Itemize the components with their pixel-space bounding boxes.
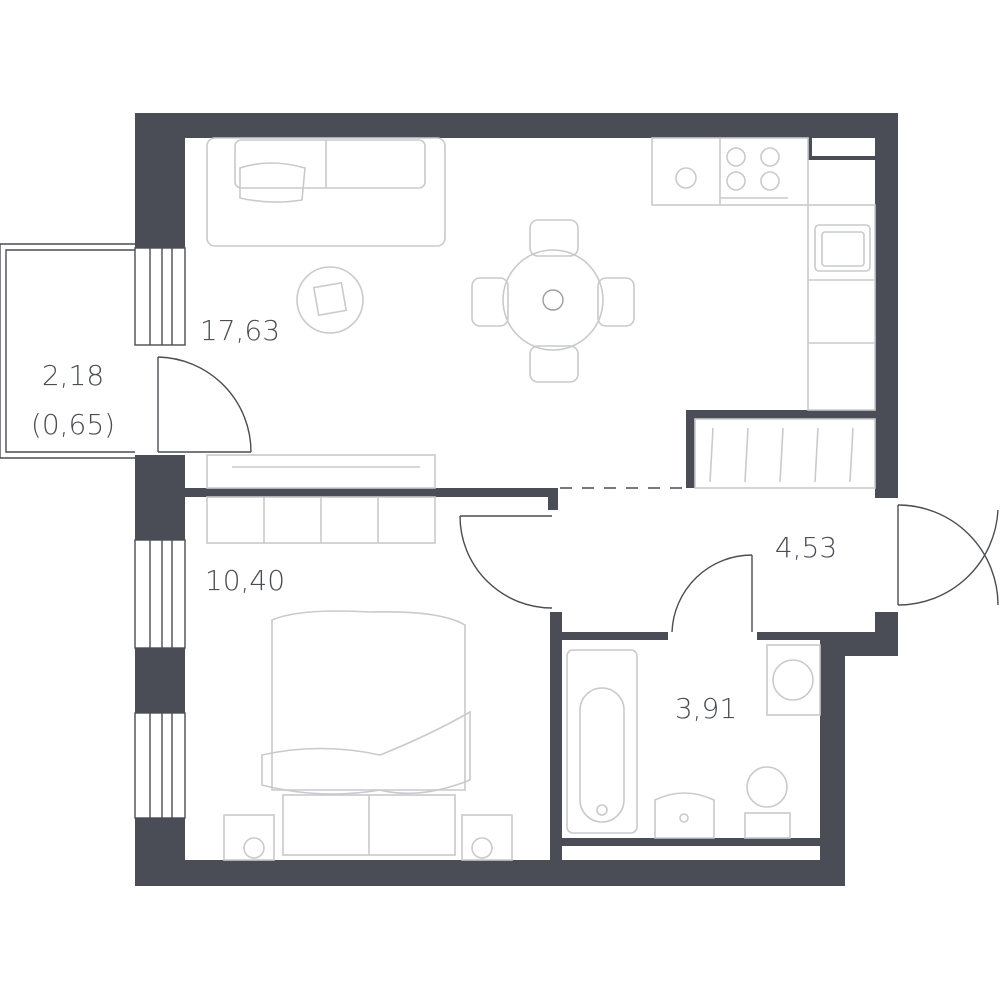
area-labels: 2,18 (0,65) 17,63 10,40 4,53 3,91 [31,314,837,725]
wall-wardrobe-left [686,410,695,488]
washbasin [654,792,715,839]
area-label-bathroom: 3,91 [675,692,737,725]
wardrobe-hallway [694,418,876,489]
balcony [0,243,252,459]
wall-bottom [135,860,845,886]
tv-console [206,454,436,489]
bed [261,610,471,856]
window-living [134,247,186,346]
washing-machine [766,644,821,716]
sofa [206,137,446,247]
area-label-balcony-sub: (0,65) [31,408,115,441]
wall-left-pier [135,648,185,713]
bathtub [566,649,638,834]
area-label-balcony: 2,18 [42,359,104,392]
area-label-bedroom: 10,40 [205,564,285,597]
windows [134,247,186,819]
wall-right-upper [875,113,898,498]
wall-top [135,113,898,138]
wall-partition-stub [548,488,558,510]
wall-bathroom-left [550,612,562,872]
window-bedroom-lower [134,712,186,819]
area-label-living-kitchen: 17,63 [200,314,280,347]
nightstands [223,814,513,861]
coffee-table [296,266,364,334]
wall-bathroom-top-b [757,632,827,640]
kitchen [651,137,876,411]
wall-partition-living-bedroom [185,488,555,497]
wall-left-upper [135,113,185,248]
wall-bathroom-top-a [550,632,668,640]
bedroom-dresser [206,496,436,544]
walls [135,113,898,886]
area-label-hallway: 4,53 [775,531,837,564]
wall-right-bottom [820,632,845,886]
wall-kitchen-niche-b [808,156,875,160]
wall-kitchen-niche [808,138,812,160]
wall-wardrobe-top [686,410,876,419]
doors [459,487,999,633]
wall-bathroom-bottom [550,838,825,846]
toilet [744,766,791,839]
dining-set [471,219,635,383]
window-bedroom-upper [134,539,186,649]
wall-left-mid [135,455,185,540]
